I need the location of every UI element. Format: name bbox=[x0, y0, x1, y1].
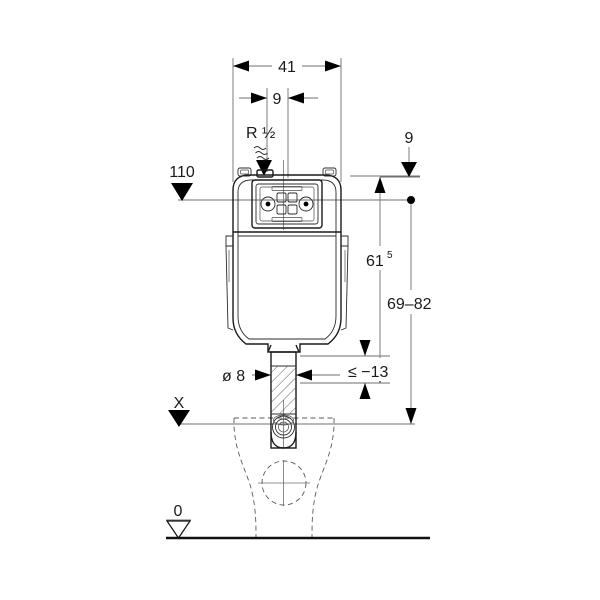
offset-9-right-label: 9 bbox=[405, 130, 414, 147]
width-9-label: 9 bbox=[273, 91, 282, 108]
height-110-label: 110 bbox=[169, 164, 195, 181]
marker-x-label: X bbox=[174, 395, 185, 412]
dimension-clearance: ≤ −13 bbox=[340, 340, 398, 399]
width-41-label: 41 bbox=[278, 59, 296, 76]
height-615-label: 61 bbox=[366, 253, 384, 270]
marker-datum-zero: 0 bbox=[165, 503, 192, 540]
water-connection-label: R ½ bbox=[246, 125, 275, 142]
dimension-height-110: 110 bbox=[169, 164, 195, 201]
center-lines bbox=[240, 160, 330, 506]
actuator-panel bbox=[251, 179, 323, 229]
flush-pipe bbox=[267, 344, 300, 449]
dimension-offset-9-right: 9 bbox=[380, 130, 420, 178]
dimension-width-9: 9 bbox=[239, 91, 318, 108]
toilet-outline-dashed bbox=[233, 417, 335, 539]
water-connection-annotation: R ½ bbox=[246, 125, 275, 176]
dimension-height-69-82: 69–82 bbox=[382, 196, 444, 424]
water-flow-icon bbox=[253, 146, 270, 160]
height-615-superscript-label: 5 bbox=[387, 250, 393, 261]
dimension-height-615: 61 5 bbox=[364, 177, 398, 383]
height-69-82-label: 69–82 bbox=[387, 296, 432, 313]
clearance-label: ≤ −13 bbox=[348, 364, 388, 381]
dimension-width-41: 41 bbox=[233, 55, 341, 77]
marker-x: X bbox=[168, 395, 190, 427]
cistern-body bbox=[225, 167, 349, 353]
pipe-diameter-label: ø 8 bbox=[222, 368, 245, 385]
datum-zero-label: 0 bbox=[174, 503, 183, 520]
dimension-pipe-diameter: ø 8 bbox=[222, 368, 340, 385]
water-connection-arrow bbox=[256, 160, 272, 176]
